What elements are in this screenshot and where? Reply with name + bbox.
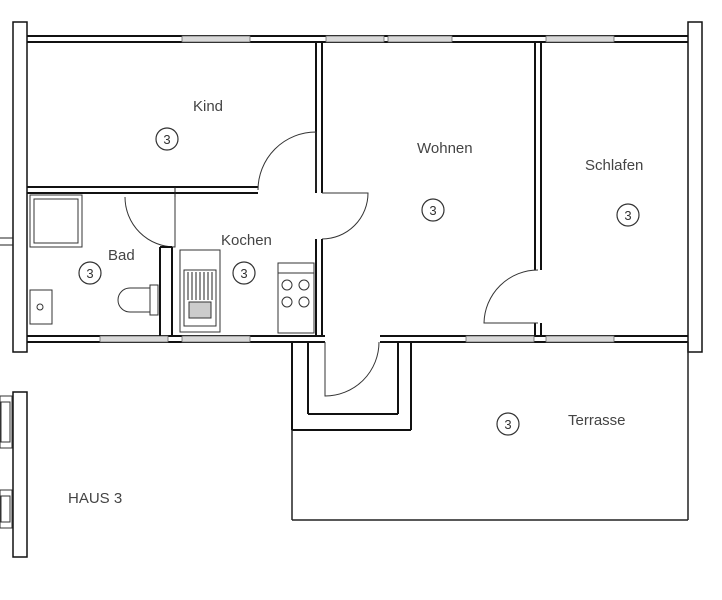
badge-bad: 3	[78, 261, 102, 285]
wohnen-schlafen-walls	[534, 42, 542, 336]
room-label-bad: Bad	[108, 247, 135, 264]
bad-door	[124, 196, 176, 248]
room-label-wohnen: Wohnen	[417, 140, 473, 157]
room-label-kind: Kind	[193, 98, 223, 115]
entrance-door	[324, 341, 380, 397]
badge-kind: 3	[155, 127, 179, 151]
right-exterior-wall	[687, 21, 703, 353]
badge-wohnen-text: 3	[429, 203, 436, 218]
bottom-interior-wall	[27, 335, 688, 343]
room-label-kochen: Kochen	[221, 232, 272, 249]
house-label: HAUS 3	[68, 490, 122, 507]
badge-terrasse-text: 3	[504, 417, 511, 432]
kochen-fixtures	[179, 249, 315, 334]
entrance-lobby	[291, 341, 412, 431]
schlafen-door	[483, 269, 539, 324]
kind-door	[257, 131, 317, 191]
badge-schlafen: 3	[616, 203, 640, 227]
badge-kochen: 3	[232, 261, 256, 285]
badge-terrasse: 3	[496, 412, 520, 436]
top-exterior-wall	[27, 35, 688, 43]
bad-fixtures	[29, 194, 159, 325]
badge-kochen-text: 3	[240, 266, 247, 281]
badge-schlafen-text: 3	[624, 208, 631, 223]
wohnen-door	[321, 192, 369, 240]
bad-kochen-walls	[159, 239, 323, 336]
kind-walls	[27, 42, 323, 197]
badge-bad-text: 3	[86, 266, 93, 281]
neighbour-fixtures	[0, 395, 13, 529]
room-label-schlafen: Schlafen	[585, 157, 643, 174]
left-exterior-wall	[0, 21, 28, 558]
terrasse-outline	[291, 342, 689, 521]
badge-wohnen: 3	[421, 198, 445, 222]
badge-kind-text: 3	[163, 132, 170, 147]
room-label-terrasse: Terrasse	[568, 412, 626, 429]
